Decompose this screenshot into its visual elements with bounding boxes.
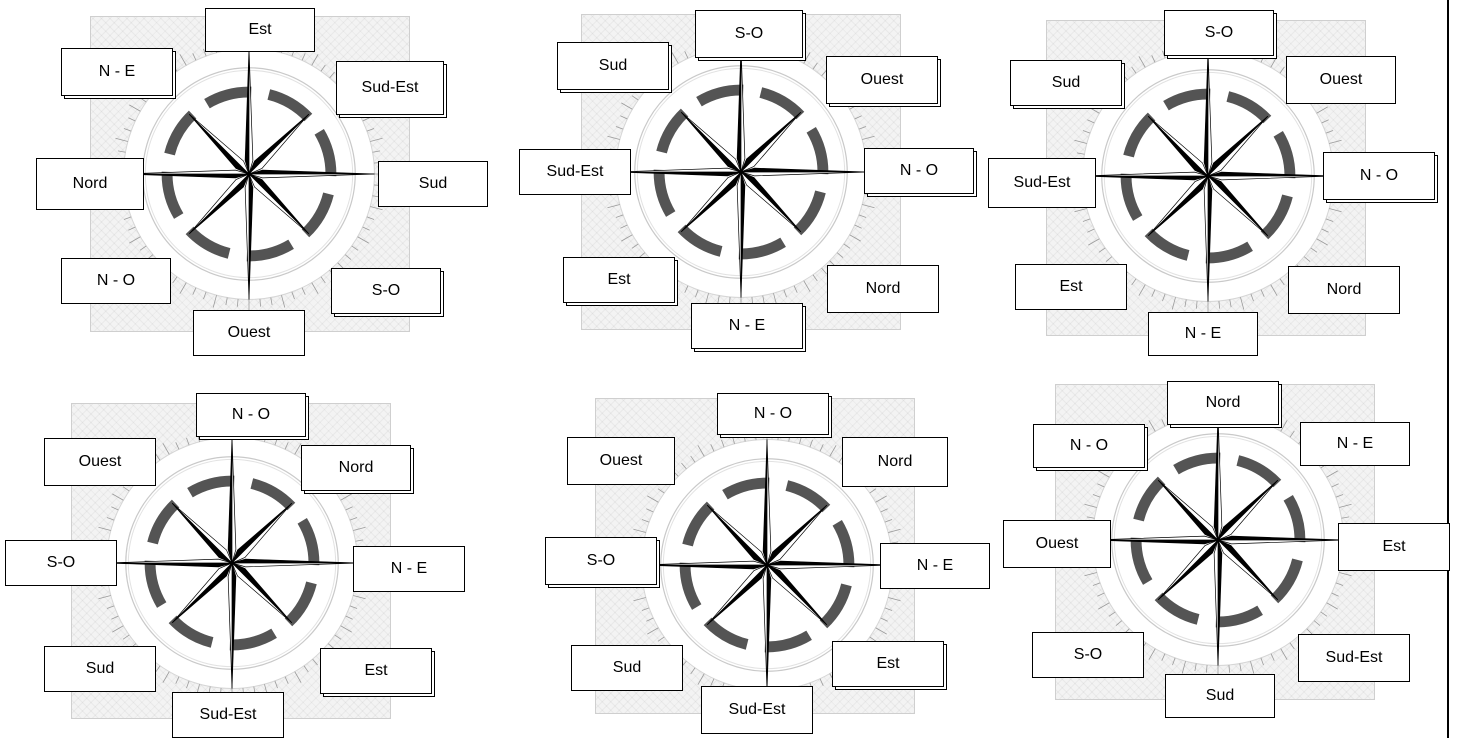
direction-label-box: Sud	[557, 42, 669, 90]
direction-label-box: Sud-Est	[336, 61, 444, 115]
direction-label-box: S-O	[695, 10, 803, 58]
direction-label-box: N - E	[1148, 312, 1258, 356]
direction-label-box: Ouest	[1286, 56, 1396, 104]
direction-label-box: N - O	[864, 148, 974, 194]
direction-label-box: Est	[1338, 523, 1450, 571]
direction-label-box: Ouest	[826, 56, 938, 104]
direction-label-box: Nord	[36, 158, 144, 210]
direction-label-box: Sud-Est	[701, 686, 813, 734]
direction-label-box: Ouest	[44, 438, 156, 486]
direction-label-box: S-O	[331, 268, 441, 314]
direction-label-box: Sud	[44, 646, 156, 692]
direction-label-box: Nord	[1288, 266, 1400, 314]
direction-label-box: N - O	[196, 393, 306, 437]
direction-label-box: S-O	[5, 540, 117, 586]
compass-rose-icon	[628, 426, 906, 704]
direction-label-box: Sud	[1010, 60, 1122, 106]
direction-label-box: Nord	[827, 265, 939, 313]
direction-label-box: Sud	[571, 645, 683, 691]
direction-label-box: Est	[563, 257, 675, 303]
direction-label-box: N - O	[61, 258, 171, 304]
direction-label-box: Sud	[378, 161, 488, 207]
direction-label-box: Ouest	[1003, 520, 1111, 568]
compass-rose-icon	[602, 33, 880, 311]
direction-label-box: N - O	[1323, 152, 1435, 200]
direction-label-box: Sud	[1165, 674, 1275, 718]
direction-label-box: N - O	[1033, 424, 1145, 468]
direction-label-box: N - E	[353, 546, 465, 592]
compass-rose-icon	[110, 35, 388, 313]
direction-label-box: Sud-Est	[519, 149, 631, 195]
direction-label-box: S-O	[545, 537, 657, 585]
direction-label-box: Ouest	[193, 310, 305, 356]
direction-label-box: Est	[1015, 264, 1127, 310]
compass-rose-icon	[93, 424, 371, 702]
direction-label-box: N - O	[717, 393, 829, 435]
direction-label-box: Nord	[1167, 381, 1279, 425]
direction-label-box: Sud-Est	[172, 692, 284, 738]
direction-label-box: Nord	[301, 445, 411, 491]
direction-label-box: N - E	[1300, 422, 1410, 466]
direction-label-box: N - E	[880, 543, 990, 589]
direction-label-box: Est	[320, 648, 432, 694]
page-right-border	[1447, 0, 1449, 738]
direction-label-box: N - E	[691, 303, 803, 349]
direction-label-box: S-O	[1164, 10, 1274, 56]
direction-label-box: Est	[205, 8, 315, 52]
direction-label-box: S-O	[1032, 632, 1144, 678]
compass-rose-icon	[1079, 401, 1357, 679]
direction-label-box: Est	[832, 641, 944, 687]
direction-label-box: Ouest	[567, 437, 675, 485]
direction-label-box: N - E	[61, 48, 173, 96]
direction-label-box: Sud-Est	[988, 158, 1096, 208]
direction-label-box: Sud-Est	[1298, 634, 1410, 682]
direction-label-box: Nord	[842, 437, 948, 487]
